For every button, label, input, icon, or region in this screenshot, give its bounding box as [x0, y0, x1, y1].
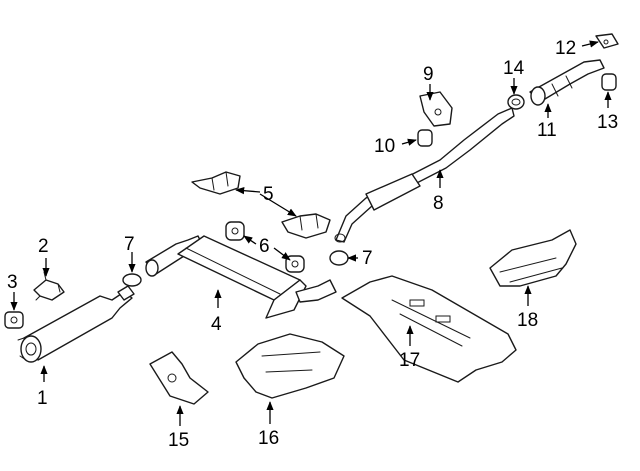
underbody-shield-part	[341, 275, 517, 383]
callout-14: 14	[503, 58, 525, 79]
callout-10: 10	[374, 136, 395, 157]
converter-bracket-part	[595, 33, 619, 49]
callout-leaders	[10, 40, 612, 426]
callout-18: 18	[517, 310, 538, 331]
callout-labels: 1 2 3 4 5 6 7 7 8 9 10 11 12 13 14 15 16…	[7, 38, 618, 451]
heat-shield-large-part	[235, 333, 345, 399]
callout-8: 8	[433, 193, 444, 214]
clamp-part	[122, 250, 349, 287]
callout-4: 4	[211, 314, 222, 335]
heat-shield-small-part	[149, 351, 209, 405]
callout-1: 1	[37, 388, 48, 409]
callout-7-left: 7	[124, 234, 135, 255]
callout-13: 13	[597, 112, 618, 133]
callout-7-right: 7	[362, 248, 373, 269]
callout-5: 5	[263, 184, 274, 205]
front-muffler-part	[17, 285, 135, 363]
callout-12: 12	[555, 38, 576, 59]
converter-pipe-part	[529, 59, 605, 106]
isolator-rear-part	[601, 73, 617, 91]
rear-shield-part	[489, 229, 577, 287]
callout-17: 17	[399, 350, 420, 371]
callout-2: 2	[38, 236, 49, 257]
callout-16: 16	[258, 428, 279, 449]
callout-3: 3	[7, 272, 18, 293]
pipe-bracket-part	[419, 91, 453, 127]
callout-11: 11	[537, 120, 557, 141]
isolator-small-part	[417, 129, 433, 147]
hanger-bracket-part	[33, 271, 65, 301]
rear-muffler-part	[145, 235, 337, 319]
callout-9: 9	[423, 64, 434, 85]
callout-15: 15	[168, 430, 189, 451]
callout-6: 6	[259, 236, 270, 257]
hanger-part	[191, 171, 331, 239]
rubber-isolator-part	[4, 311, 24, 329]
intermediate-pipe-part	[334, 107, 515, 243]
gasket-part	[507, 94, 525, 110]
isolator-part	[225, 221, 305, 273]
